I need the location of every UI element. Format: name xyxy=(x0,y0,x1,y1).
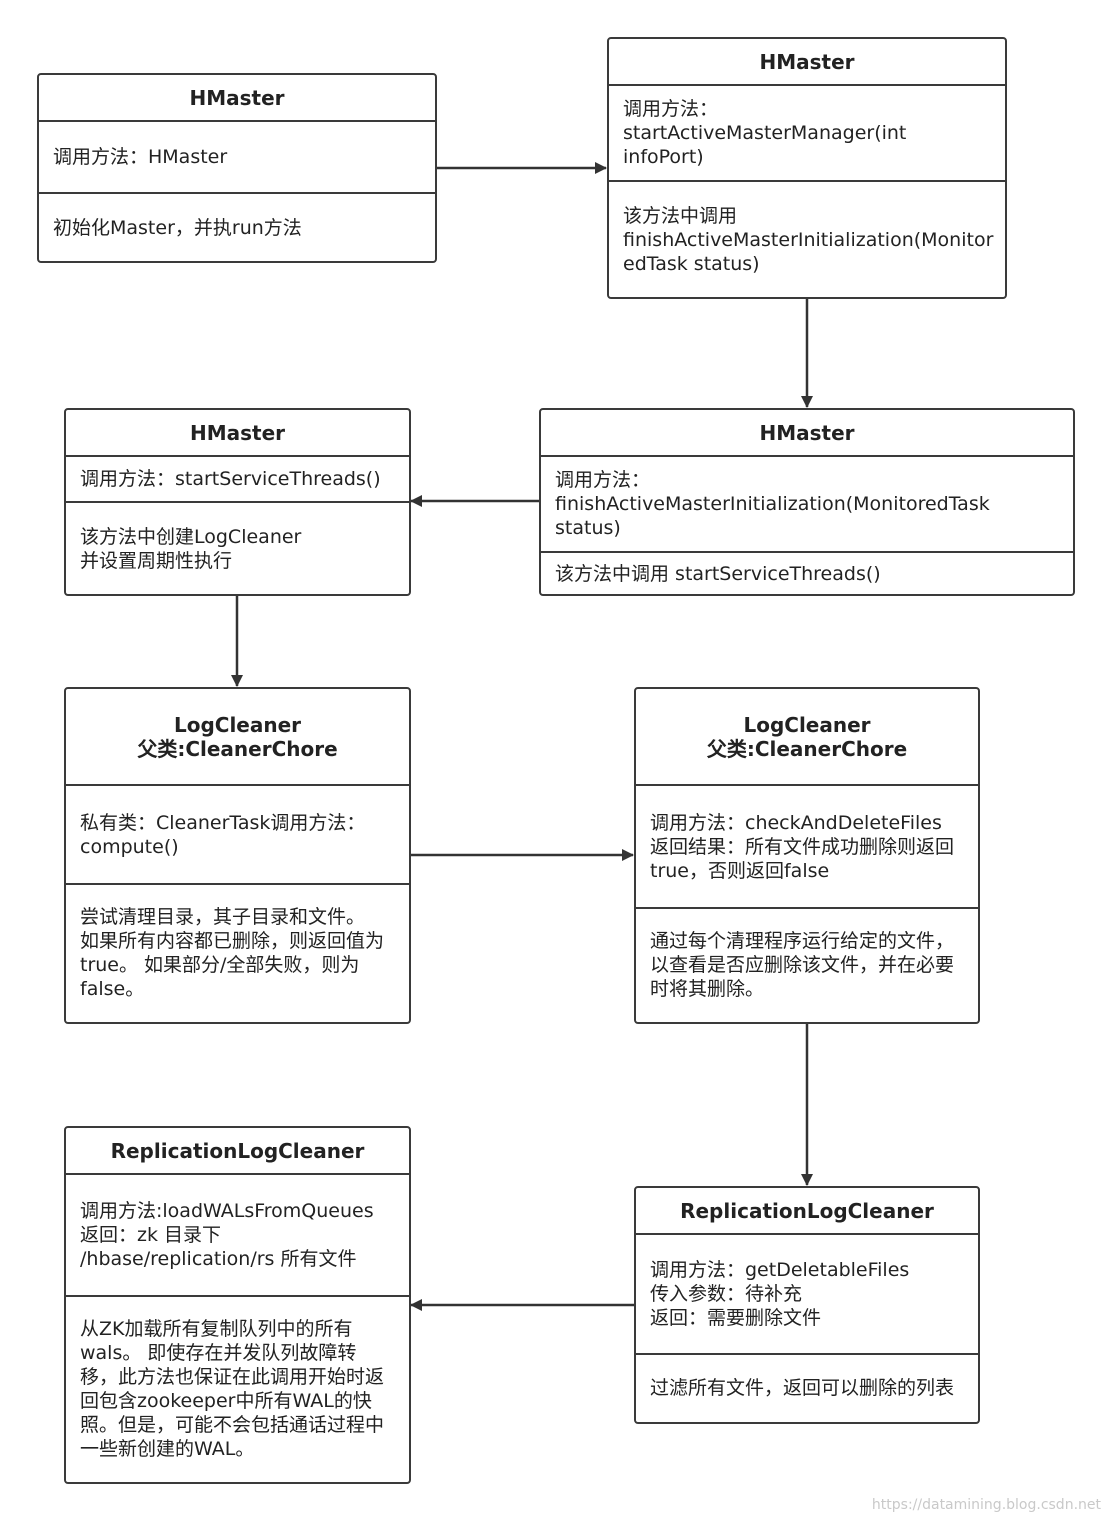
node-method: 调用方法：checkAndDeleteFiles 返回结果：所有文件成功删除则返… xyxy=(636,784,978,907)
node-method: 调用方法：HMaster xyxy=(39,120,435,192)
node-logcleaner-check-and-delete: LogCleaner 父类:CleanerChore 调用方法：checkAnd… xyxy=(634,687,980,1024)
node-hmaster-start-service-threads: HMaster 调用方法：startServiceThreads() 该方法中创… xyxy=(64,408,411,596)
node-title: HMaster xyxy=(189,85,285,110)
node-description: 从ZK加载所有复制队列中的所有 wals。 即使存在并发队列故障转 移，此方法也… xyxy=(66,1295,409,1481)
node-method: 调用方法:loadWALsFromQueues 返回：zk 目录下 /hbase… xyxy=(66,1173,409,1295)
node-title: HMaster xyxy=(759,49,855,74)
node-description: 尝试清理目录，其子目录和文件。 如果所有内容都已删除，则返回值为 true。 如… xyxy=(66,883,409,1021)
node-hmaster-start-active-master-manager: HMaster 调用方法： startActiveMasterManager(i… xyxy=(607,37,1007,299)
node-title: ReplicationLogCleaner xyxy=(680,1198,934,1223)
node-title: ReplicationLogCleaner xyxy=(110,1138,365,1163)
node-title: LogCleaner 父类:CleanerChore xyxy=(706,712,908,761)
node-description: 该方法中创建LogCleaner 并设置周期性执行 xyxy=(66,501,409,594)
node-description: 初始化Master，并执run方法 xyxy=(39,192,435,261)
node-title: HMaster xyxy=(759,420,855,445)
node-description: 该方法中调用 finishActiveMasterInitialization(… xyxy=(609,180,1005,297)
watermark-url: https://datamining.blog.csdn.net xyxy=(871,1497,1101,1513)
node-method: 调用方法： startActiveMasterManager(int infoP… xyxy=(609,84,1005,180)
node-description: 该方法中调用 startServiceThreads() xyxy=(541,551,1073,594)
node-description: 通过每个清理程序运行给定的文件， 以查看是否应删除该文件，并在必要 时将其删除。 xyxy=(636,907,978,1021)
node-method: 调用方法： finishActiveMasterInitialization(M… xyxy=(541,455,1073,551)
node-method: 调用方法：startServiceThreads() xyxy=(66,455,409,501)
node-replication-get-deletable-files: ReplicationLogCleaner 调用方法：getDeletableF… xyxy=(634,1186,980,1424)
node-title: HMaster xyxy=(189,420,286,445)
node-method: 调用方法：getDeletableFiles 传入参数：待补充 返回：需要删除文… xyxy=(636,1233,978,1353)
node-title: LogCleaner 父类:CleanerChore xyxy=(137,712,338,761)
node-replication-load-wals: ReplicationLogCleaner 调用方法:loadWALsFromQ… xyxy=(64,1126,411,1484)
node-hmaster-constructor: HMaster 调用方法：HMaster 初始化Master，并执run方法 xyxy=(37,73,437,263)
node-logcleaner-compute: LogCleaner 父类:CleanerChore 私有类：CleanerTa… xyxy=(64,687,411,1024)
node-method: 私有类：CleanerTask调用方法： compute() xyxy=(66,784,409,883)
node-hmaster-finish-initialization: HMaster 调用方法： finishActiveMasterInitiali… xyxy=(539,408,1075,596)
node-description: 过滤所有文件，返回可以删除的列表 xyxy=(636,1353,978,1421)
